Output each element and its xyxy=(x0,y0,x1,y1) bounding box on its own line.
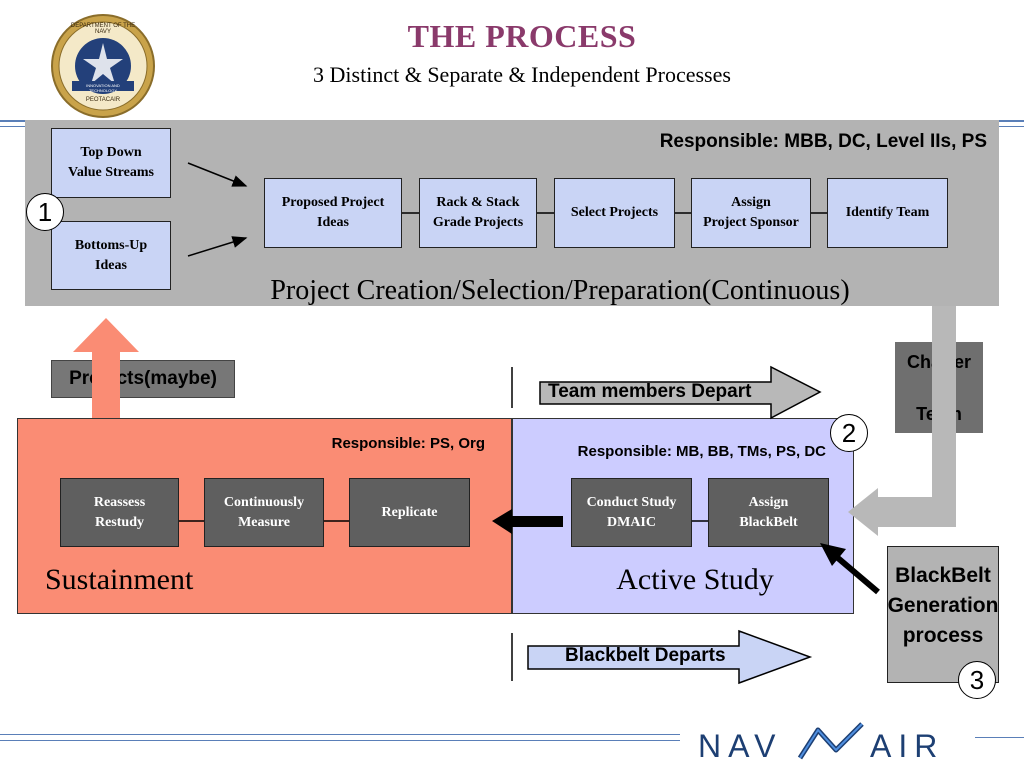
sustainment-label: Sustainment xyxy=(45,563,194,596)
page-title: THE PROCESS xyxy=(407,18,637,54)
charter-team-tag: Charter & Team xyxy=(895,342,983,433)
proposed-project-ideas-box: Proposed Project Ideas xyxy=(264,178,402,248)
footer-rule-bottom xyxy=(0,740,680,741)
select-projects-box: Select Projects xyxy=(554,178,675,248)
continuously-measure-box: Continuously Measure xyxy=(204,478,324,547)
assign-project-sponsor-box: Assign Project Sponsor xyxy=(691,178,811,248)
process-number-3: 3 xyxy=(958,661,996,699)
page-subtitle: 3 Distinct & Separate & Independent Proc… xyxy=(313,62,731,87)
active-responsible: Responsible: MB, BB, TMs, PS, DC xyxy=(577,443,826,460)
process-number-1: 1 xyxy=(26,193,64,231)
conduct-study-box: Conduct Study DMAIC xyxy=(571,478,692,547)
navair-logo-right-text: AIR xyxy=(870,728,945,764)
seal-banner-text: INNOVATION AND TECHNOLOGY xyxy=(86,83,120,93)
replicate-box: Replicate xyxy=(349,478,470,547)
top-down-value-streams-box: Top Down Value Streams xyxy=(51,128,171,198)
creation-responsible: Responsible: MBB, DC, Level IIs, PS xyxy=(659,131,987,152)
footer-rule-right xyxy=(975,737,1024,738)
navair-swoosh-icon xyxy=(797,722,864,760)
sustain-responsible: Responsible: PS, Org xyxy=(331,435,485,452)
projects-maybe-tag: Projects(maybe) xyxy=(51,360,235,398)
blackbelt-generation-box: BlackBelt Generation process xyxy=(887,546,999,683)
rack-and-stack-box: Rack & Stack Grade Projects xyxy=(419,178,537,248)
navair-logo-left-text: NAV xyxy=(698,728,783,764)
navy-seal-logo: DEPARTMENT OF THE NAVY INNOVATION AND TE… xyxy=(50,13,156,119)
creation-process-label: Project Creation/Selection/Preparation(C… xyxy=(270,275,850,306)
identify-team-box: Identify Team xyxy=(827,178,948,248)
seal-text-top: DEPARTMENT OF THE NAVY xyxy=(70,23,136,35)
footer-rule-top xyxy=(0,734,680,735)
seal-text-bottom: PEOTACAIR xyxy=(85,97,121,103)
bottoms-up-ideas-box: Bottoms-Up Ideas xyxy=(51,221,171,290)
assign-blackbelt-box: Assign BlackBelt xyxy=(708,478,829,547)
blackbelt-departs-label: Blackbelt Departs xyxy=(565,645,726,666)
team-members-depart-label: Team members Depart xyxy=(548,381,752,402)
navair-logo: NAV AIR xyxy=(688,718,973,768)
reassess-restudy-box: Reassess Restudy xyxy=(60,478,179,547)
process-number-2: 2 xyxy=(830,414,868,452)
active-study-label: Active Study xyxy=(616,563,774,596)
